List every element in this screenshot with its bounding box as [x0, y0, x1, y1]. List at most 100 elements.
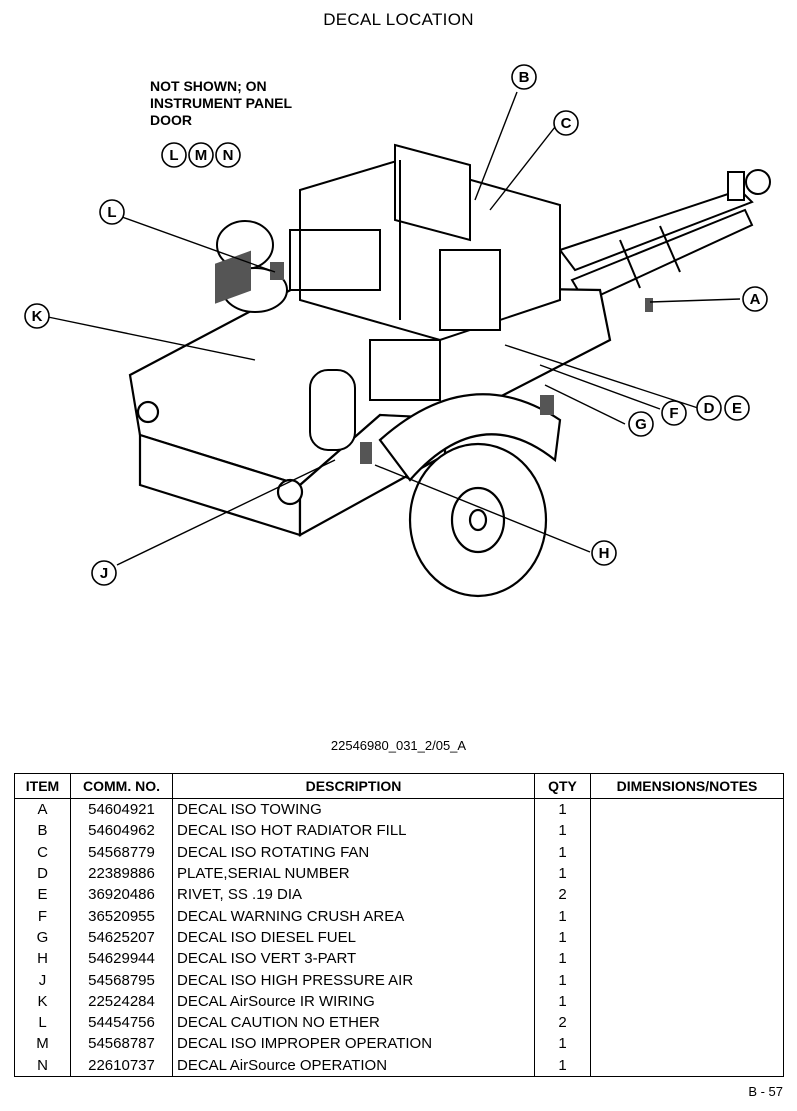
table-cell-comm: 54568779	[70, 841, 173, 863]
table-cell-comm: 54568787	[70, 1033, 173, 1055]
callout-letter: L	[169, 147, 178, 164]
table-cell-qty: 1	[534, 926, 591, 949]
header-item: ITEM	[14, 773, 71, 799]
table-cell-qty: 1	[534, 862, 591, 885]
table-cell-item: M	[14, 1033, 71, 1055]
decal-patches	[215, 250, 653, 464]
table-cell-desc: DECAL AirSource OPERATION	[172, 1054, 535, 1077]
page-title: DECAL LOCATION	[323, 10, 474, 29]
callout-letter: G	[635, 416, 647, 433]
table-cell-notes	[590, 948, 784, 970]
table-cell-qty: 1	[534, 798, 591, 821]
table-cell-item: J	[14, 969, 71, 991]
callout-letter: F	[669, 405, 678, 422]
table-cell-desc: DECAL ISO VERT 3-PART	[172, 948, 535, 970]
table-cell-notes	[590, 820, 784, 842]
drawing-number: 22546980_031_2/05_A	[330, 738, 467, 753]
tow-bar	[558, 169, 771, 304]
table-cell-item: A	[14, 798, 71, 821]
header-qty: QTY	[534, 773, 591, 799]
header-comm-no: COMM. NO.	[70, 773, 173, 799]
table-cell-qty: 1	[534, 905, 591, 927]
table-cell-notes	[590, 1011, 784, 1034]
table-cell-qty: 1	[534, 1054, 591, 1077]
table-cell-comm: 54629944	[70, 948, 173, 970]
callout-b	[511, 64, 537, 90]
decal-location-drawing: B C L M N L A K D E F G H J	[0, 40, 797, 600]
header-description: DESCRIPTION	[172, 773, 535, 799]
callout-letter: J	[100, 565, 108, 582]
callout-l	[99, 199, 125, 225]
table-cell-comm: 54604962	[70, 820, 173, 842]
callout-letter: K	[32, 308, 43, 325]
callout-l-top	[161, 142, 187, 168]
table-cell-desc: DECAL ISO ROTATING FAN	[172, 841, 535, 863]
table-header-row: ITEM COMM. NO. DESCRIPTION QTY DIMENSION…	[14, 773, 784, 799]
table-cell-qty: 2	[534, 884, 591, 906]
callout-c	[553, 110, 579, 136]
table-cell-item: L	[14, 1011, 71, 1034]
table-cell-notes	[590, 926, 784, 949]
table-cell-comm: 54604921	[70, 798, 173, 821]
callout-letter: B	[519, 69, 530, 86]
callout-j	[91, 560, 117, 586]
table-cell-notes	[590, 862, 784, 885]
callout-letter: H	[599, 545, 610, 562]
callout-e	[724, 395, 750, 421]
page-number: B - 57	[748, 1084, 783, 1099]
table-cell-desc: DECAL ISO HIGH PRESSURE AIR	[172, 969, 535, 991]
note-line: DOOR	[150, 112, 192, 128]
table-cell-item: C	[14, 841, 71, 863]
table-cell-desc: DECAL ISO IMPROPER OPERATION	[172, 1033, 535, 1055]
parts-table: ITEM COMM. NO. DESCRIPTION QTY DIMENSION…	[14, 773, 784, 1077]
table-cell-notes	[590, 1033, 784, 1055]
table-cell-desc: DECAL ISO DIESEL FUEL	[172, 926, 535, 949]
table-cell-notes	[590, 969, 784, 991]
not-shown-note: NOT SHOWN; ON INSTRUMENT PANEL DOOR	[150, 78, 292, 129]
table-cell-item: K	[14, 990, 71, 1012]
table-cell-desc: DECAL ISO TOWING	[172, 798, 535, 821]
callout-letter: A	[750, 291, 761, 308]
table-cell-qty: 1	[534, 990, 591, 1012]
header-dimensions-notes: DIMENSIONS/NOTES	[590, 773, 784, 799]
table-cell-desc: PLATE,SERIAL NUMBER	[172, 862, 535, 885]
table-cell-item: N	[14, 1054, 71, 1077]
table-cell-qty: 1	[534, 820, 591, 842]
callout-bubbles	[24, 64, 768, 586]
table-cell-desc: DECAL CAUTION NO ETHER	[172, 1011, 535, 1034]
table-cell-item: F	[14, 905, 71, 927]
table-cell-comm: 22524284	[70, 990, 173, 1012]
table-cell-notes	[590, 841, 784, 863]
callout-m	[188, 142, 214, 168]
table-cell-qty: 1	[534, 948, 591, 970]
callout-f	[661, 400, 687, 426]
table-cell-qty: 1	[534, 1033, 591, 1055]
table-cell-desc: RIVET, SS .19 DIA	[172, 884, 535, 906]
table-cell-comm: 22610737	[70, 1054, 173, 1077]
callout-letters: B C L M N L A K D E F G H J	[32, 69, 761, 582]
table-cell-desc: DECAL AirSource IR WIRING	[172, 990, 535, 1012]
table-cell-comm: 36520955	[70, 905, 173, 927]
callout-n	[215, 142, 241, 168]
table-cell-notes	[590, 884, 784, 906]
callout-letter: M	[195, 147, 208, 164]
table-cell-comm: 54625207	[70, 926, 173, 949]
note-line: INSTRUMENT PANEL	[150, 95, 293, 111]
callout-k	[24, 303, 50, 329]
table-cell-notes	[590, 905, 784, 927]
table-cell-qty: 1	[534, 969, 591, 991]
table-cell-qty: 1	[534, 841, 591, 863]
table-cell-notes	[590, 798, 784, 821]
table-cell-comm: 54454756	[70, 1011, 173, 1034]
